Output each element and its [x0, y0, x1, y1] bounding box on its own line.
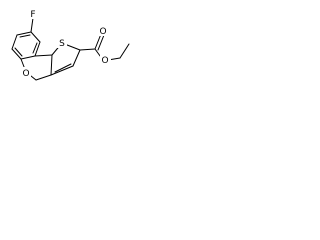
sulfur-label: S	[59, 39, 65, 49]
fluorine-bond	[30, 17, 34, 33]
atom-ester-oxygen: O	[100, 54, 111, 66]
ring-oxygen-label: O	[22, 69, 29, 79]
atom-sulfur: S	[57, 37, 67, 49]
thiophene-ring	[50, 42, 81, 76]
fluorine-label: F	[30, 10, 35, 20]
carbonyl-oxygen-label: O	[99, 27, 106, 37]
atom-carbonyl-oxygen: O	[97, 26, 108, 37]
atom-ring-oxygen: O	[20, 67, 31, 79]
chemical-structure: F S O O O	[11, 8, 130, 81]
atom-fluorine: F	[28, 8, 38, 20]
benzene-ring	[11, 31, 41, 60]
ester-oxygen-label: O	[101, 56, 108, 66]
